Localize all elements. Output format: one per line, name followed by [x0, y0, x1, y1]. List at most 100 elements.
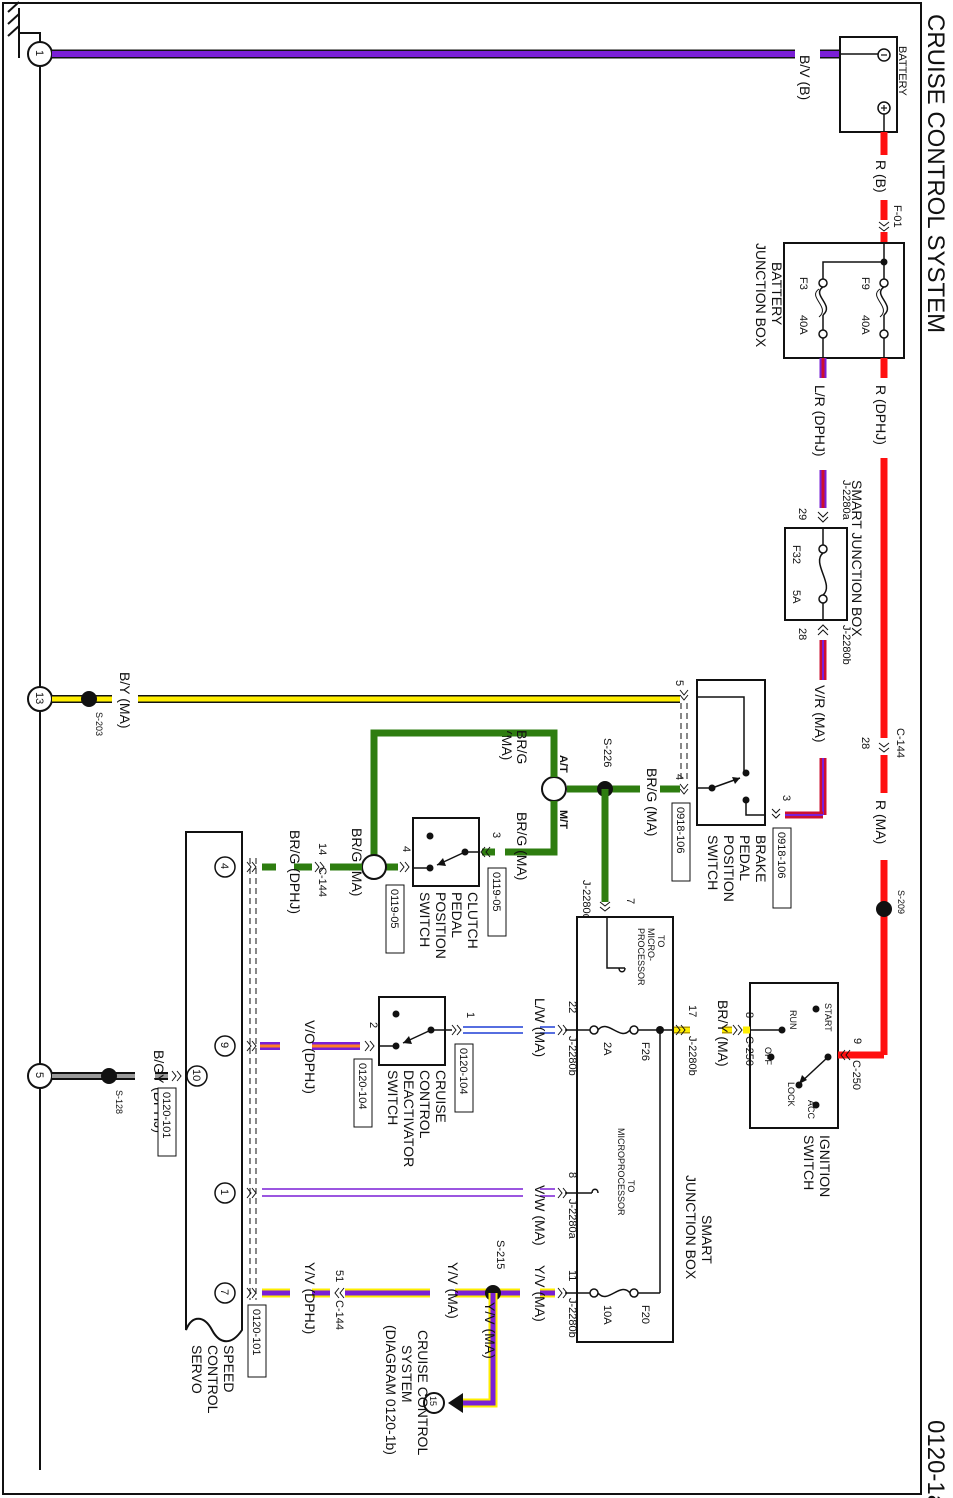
label-wires-pin14: 14 — [316, 843, 328, 855]
label-wires-pin8: 8 — [743, 1012, 755, 1018]
label-wires-brg_ma_b: BR/G — [514, 730, 530, 764]
wire-r-b: R (B) F-01 — [873, 132, 903, 245]
label-components-crossref-line1: CRUISE CONTROL — [415, 1330, 431, 1455]
label-wires-bv_b: B/V (B) — [797, 55, 813, 100]
arrow-icon — [448, 1393, 463, 1413]
label-components-smart_junction_box_main-micro2_l1: TO — [626, 1180, 636, 1192]
label-components-ignition_switch-positions-4: ACC — [806, 1100, 816, 1120]
label-components-brake_switch-line1: BRAKE — [753, 835, 769, 882]
label-components-deactivator_switch-ref_b: 0120-104 — [356, 1063, 368, 1110]
label-components-deactivator_switch-pin1: 1 — [464, 1012, 476, 1018]
battery: BATTERY — [839, 36, 908, 133]
label-components-smart_junction_box_top-conn_in: J-2280a — [840, 480, 852, 521]
label-wires-by_ma: B/Y (MA) — [117, 672, 133, 729]
crossref-circle — [423, 1392, 445, 1414]
label-components-deactivator_switch-line4: SWITCH — [385, 1070, 401, 1125]
label-components-clutch_switch-ref_b: 0119-05 — [388, 889, 400, 929]
label-components-battery_junction_box-fuses-0-id: F9 — [859, 277, 871, 290]
label-wires-j2280b_22: J-2280b — [566, 1036, 578, 1076]
label-components-smart_junction_box_main-fuse_b-rating: 10A — [601, 1305, 613, 1325]
wire-r-dphj: R (DPHJ) — [873, 358, 889, 738]
label-wires-yv_ma_b: Y/V (MA) — [445, 1262, 461, 1319]
smart-junction-box: TO MICRO- PROCESSOR 2A F26 TO MICROPROCE… — [576, 916, 715, 1343]
label-components-battery_junction_box-name_line1: BATTERY — [769, 262, 785, 326]
wire-r-ma: C-144 28 R (MA) S-209 — [856, 728, 906, 1059]
label-components-brake_switch-line4: SWITCH — [705, 835, 721, 890]
label-wires-pin8: 8 — [566, 1172, 578, 1178]
label-components-smart_junction_box_main-micro1_l3: PROCESSOR — [636, 928, 646, 986]
label-components-clutch_switch-line4: SWITCH — [417, 892, 433, 947]
label-wires-mt: M/T — [557, 810, 569, 829]
label-wires-j2280b_17: J-2280b — [686, 1036, 698, 1076]
wire-lr-dphj: L/R (DPHJ) — [812, 358, 828, 508]
wire-yv: 11 J-2280b Y/V (MA) S-215 Y/V (MA) 15 CR… — [262, 1240, 578, 1455]
label-wires-yv_ma_a: Y/V (MA) — [532, 1265, 548, 1322]
label-ground_points-1-label: 13 — [33, 692, 45, 704]
label-wires-brg_dphj: BR/G (DPHJ) — [287, 830, 303, 914]
wire-by-ma: S-203 B/Y (MA) — [52, 672, 680, 736]
label-components-speed_control_servo-pins-4: 7 — [218, 1289, 230, 1295]
label-components-clutch_switch-line1: CLUTCH — [465, 892, 481, 949]
label-components-ignition_switch-pin9: 9 — [851, 1038, 863, 1044]
label-wires-vw_ma: V/W (MA) — [532, 1185, 548, 1246]
label-components-battery_junction_box-fuses-1-id: F3 — [797, 277, 809, 290]
label-components-ignition_switch-line2: SWITCH — [801, 1135, 817, 1190]
label-wires-r_b: R (B) — [873, 160, 889, 193]
fuse-icon — [879, 278, 889, 288]
label-components-smart_junction_box_main-line2: JUNCTION BOX — [683, 1175, 699, 1280]
clutch-pedal-position-switch: 3 4 0119-05 0119-05 CLUTCH PEDAL POSITIO… — [385, 817, 507, 959]
label-wires-brg_ma_b2: (MA) — [499, 730, 515, 760]
label-components-crossref-line2: SYSTEM — [399, 1345, 415, 1403]
wire-bv-b: B/V (B) — [52, 49, 840, 100]
label-components-battery_junction_box-name_line2: JUNCTION BOX — [753, 243, 769, 348]
splice-s203 — [81, 691, 97, 707]
label-components-deactivator_switch-line3: DEACTIVATOR — [401, 1070, 417, 1167]
label-wires-pin51: 51 — [333, 1270, 345, 1282]
label-components-deactivator_switch-line1: CRUISE — [433, 1070, 449, 1123]
label-components-smart_junction_box_main-micro1_l1: TO — [656, 935, 666, 947]
label-wires-at: A/T — [557, 755, 569, 773]
ground-icon — [7, 1, 41, 58]
label-components-smart_junction_box_top-pin_out: 28 — [796, 628, 808, 640]
label-components-battery_junction_box-fuses-0-rating: 40A — [859, 315, 871, 335]
wire-bgy-dphj: S-128 B/GY (DPHJ) 0120-101 — [52, 1050, 182, 1157]
label-components-clutch_switch-pin3: 3 — [490, 832, 502, 838]
ground-point-1: 1 — [27, 41, 53, 67]
label-components-smart_junction_box_main-fuse_b-id: F20 — [639, 1305, 651, 1324]
label-components-deactivator_switch-ref_a: 0120-104 — [457, 1048, 469, 1095]
at-mt-option-node — [541, 776, 567, 802]
ground-point-13: 13 — [27, 686, 53, 712]
label-wires-lr_dphj: L/R (DPHJ) — [812, 385, 828, 457]
label-wires-s215: S-215 — [494, 1240, 506, 1269]
label-wires-pin7: 7 — [624, 898, 636, 904]
label-components-brake_switch-line3: POSITION — [721, 835, 737, 902]
label-wires-s209: S-209 — [896, 890, 906, 914]
label-components-ignition_switch-positions-0: START — [823, 1003, 833, 1032]
label-components-brake_switch-pin4: 4 — [673, 774, 685, 780]
label-wires-vo_dphj: V/O (DPHJ) — [302, 1020, 318, 1094]
label-components-ignition_switch-conn: C-250 — [850, 1060, 862, 1090]
label-components-smart_junction_box_main-micro1_l2: MICRO- — [646, 928, 656, 961]
label-components-speed_control_servo-ref_b: 0120-101 — [250, 1309, 262, 1356]
label-components-ignition_switch-positions-3: LOCK — [786, 1082, 796, 1107]
label-wires-bry_ma: BR/Y (MA) — [715, 1000, 731, 1067]
label-components-brake_switch-line2: PEDAL — [737, 835, 753, 881]
label-wires-j2280b_11: J-2280b — [566, 1298, 578, 1338]
diagram-title: CRUISE CONTROL SYSTEM — [922, 14, 949, 333]
label-components-clutch_switch-pin4: 4 — [400, 846, 412, 852]
label-components-speed_control_servo-line3: SERVO — [189, 1345, 205, 1394]
label-components-smart_junction_box_top-pin_in: 29 — [796, 508, 808, 520]
label-ground_points-0-label: 1 — [33, 50, 45, 56]
wire-lw-ma: 22 J-2280b L/W (MA) 1 — [451, 998, 578, 1076]
label-wires-j2280a_8: J-2280a — [566, 1199, 578, 1240]
label-components-ignition_switch-positions-2: OFF — [763, 1047, 773, 1065]
label-components-brake_switch-pin5: 5 — [673, 680, 685, 686]
label-components-brake_switch-pin3: 3 — [780, 795, 792, 801]
label-components-speed_control_servo-pins-2: 10 — [190, 1069, 202, 1081]
wire-brg: BR/G (MA) S-226 J-2280d 7 A/T M/T BR/G (… — [262, 729, 680, 920]
label-wires-pin22: 22 — [566, 1001, 578, 1013]
label-wires-vr_ma: V/R (MA) — [812, 685, 828, 743]
label-components-crossref-circle: 15 — [428, 1396, 438, 1406]
splice-s128 — [101, 1068, 117, 1084]
